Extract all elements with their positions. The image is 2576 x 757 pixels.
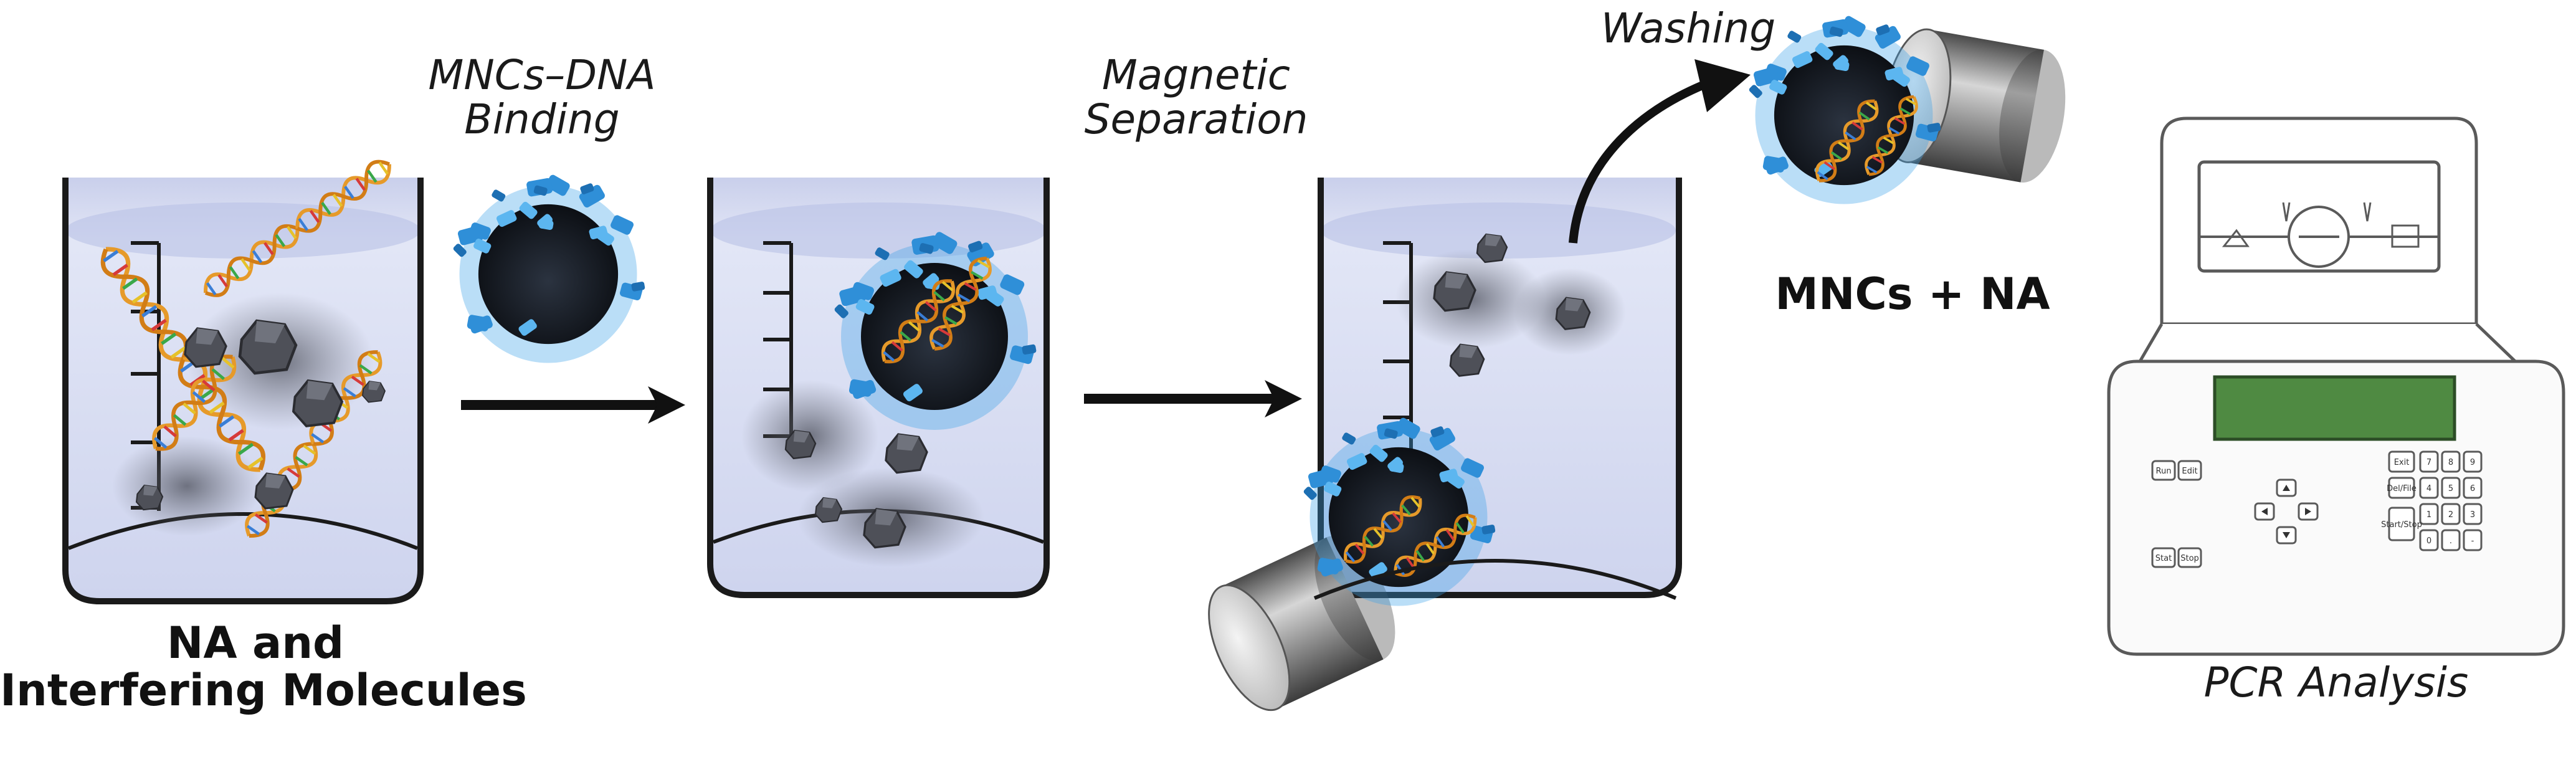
label-mncs-dna-binding-line2: Binding [464, 95, 620, 144]
label-na-interfering-line1: NA and [166, 617, 345, 669]
pcr-key-1: 1 [2426, 510, 2431, 520]
pcr-key-start-stop: Start/Stop [2381, 520, 2422, 530]
pcr-key-3: 3 [2470, 510, 2475, 520]
arrow-washing [1569, 59, 1751, 244]
label-na-interfering-line2: Interfering Molecules [0, 664, 527, 716]
pcr-key-dot: . [2450, 536, 2452, 546]
pcr-key-del-file: Del/File [2387, 484, 2417, 493]
arrow-binding [461, 386, 685, 424]
pcr-machine: Run Edit Stat Stop Exit 7 8 9 Del/File 4… [2107, 117, 2565, 656]
label-na-interfering: NA and Interfering Molecules [0, 617, 527, 716]
pcr-key-exit: Exit [2394, 458, 2410, 467]
label-mncs-dna-binding-line1: MNCs–DNA [428, 51, 656, 99]
pcr-key-7: 7 [2426, 458, 2431, 467]
label-magnetic-separation-line2: Separation [1084, 95, 1308, 144]
pcr-key-9: 9 [2470, 458, 2475, 467]
pcr-key-4: 4 [2426, 484, 2431, 493]
arrow-separation [1084, 380, 1302, 417]
label-magnetic-separation-line1: Magnetic [1101, 51, 1291, 99]
pcr-key-stat: Stat [2155, 554, 2172, 563]
label-pcr-analysis: PCR Analysis [2203, 659, 2469, 707]
label-magnetic-separation: Magnetic Separation [1059, 53, 1333, 142]
pcr-key-5: 5 [2448, 484, 2453, 493]
pcr-key-8: 8 [2448, 458, 2453, 467]
label-washing: Washing [1600, 4, 1776, 52]
pcr-key-0: 0 [2426, 536, 2431, 546]
beaker-1 [62, 156, 424, 604]
nanocluster [452, 173, 645, 363]
beaker-2 [707, 178, 1050, 598]
label-mncs-na: MNCs + NA [1775, 269, 2050, 320]
pcr-key-2: 2 [2448, 510, 2453, 520]
pcr-key-edit: Edit [2182, 467, 2197, 476]
pcr-key-stop: Stop [2180, 554, 2199, 563]
label-mncs-dna-binding: MNCs–DNA Binding [399, 53, 685, 142]
pcr-key-run: Run [2156, 467, 2172, 476]
pcr-key-minus: - [2471, 536, 2474, 546]
pcr-key-6: 6 [2470, 484, 2475, 493]
